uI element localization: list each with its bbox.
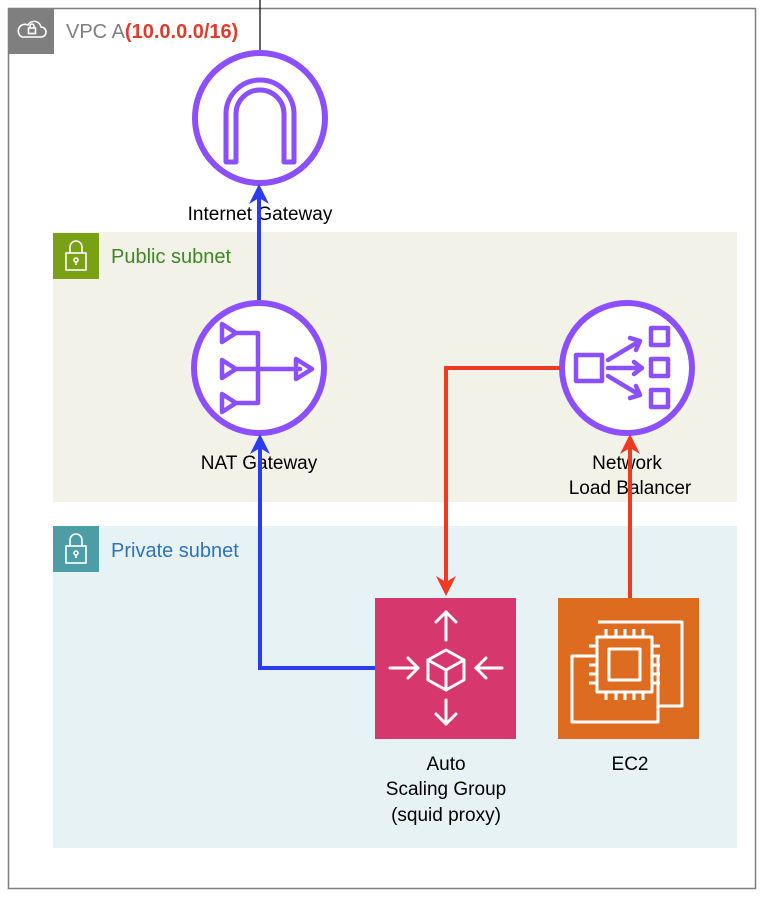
nlb-label-line1: Network xyxy=(592,453,662,474)
nat-gateway-icon xyxy=(219,321,315,415)
cloud-lock-icon xyxy=(17,20,47,38)
edge-nlb-to-asg xyxy=(436,366,560,596)
ec2-instance-icon xyxy=(570,620,684,724)
public-subnet-badge xyxy=(53,233,99,279)
internet-gateway-node[interactable]: Internet Gateway xyxy=(188,50,333,225)
private-subnet-badge xyxy=(53,526,99,572)
asg-label-line1: Auto xyxy=(426,754,465,775)
vpc-label: VPC A(10.0.0.0/16) xyxy=(66,21,238,43)
asg-node[interactable]: Auto Scaling Group (squid proxy) xyxy=(375,598,516,826)
asg-label-line2: Scaling Group xyxy=(386,779,506,800)
ec2-label: EC2 xyxy=(612,754,649,775)
nat-gateway-node[interactable]: NAT Gateway xyxy=(191,300,327,474)
network-load-balancer-icon xyxy=(573,325,671,410)
vpc-cidr: (10.0.0.0/16) xyxy=(125,21,238,43)
lock-icon xyxy=(65,533,87,564)
private-subnet-label: Private subnet xyxy=(111,540,239,562)
edge-asg-to-nat xyxy=(250,434,375,670)
auto-scaling-icon xyxy=(388,610,504,726)
internet-gateway-icon xyxy=(223,77,297,165)
ec2-node[interactable]: EC2 xyxy=(558,598,699,775)
asg-label-line3: (squid proxy) xyxy=(391,805,501,826)
lock-icon xyxy=(65,240,87,271)
public-subnet-label: Public subnet xyxy=(111,246,232,268)
